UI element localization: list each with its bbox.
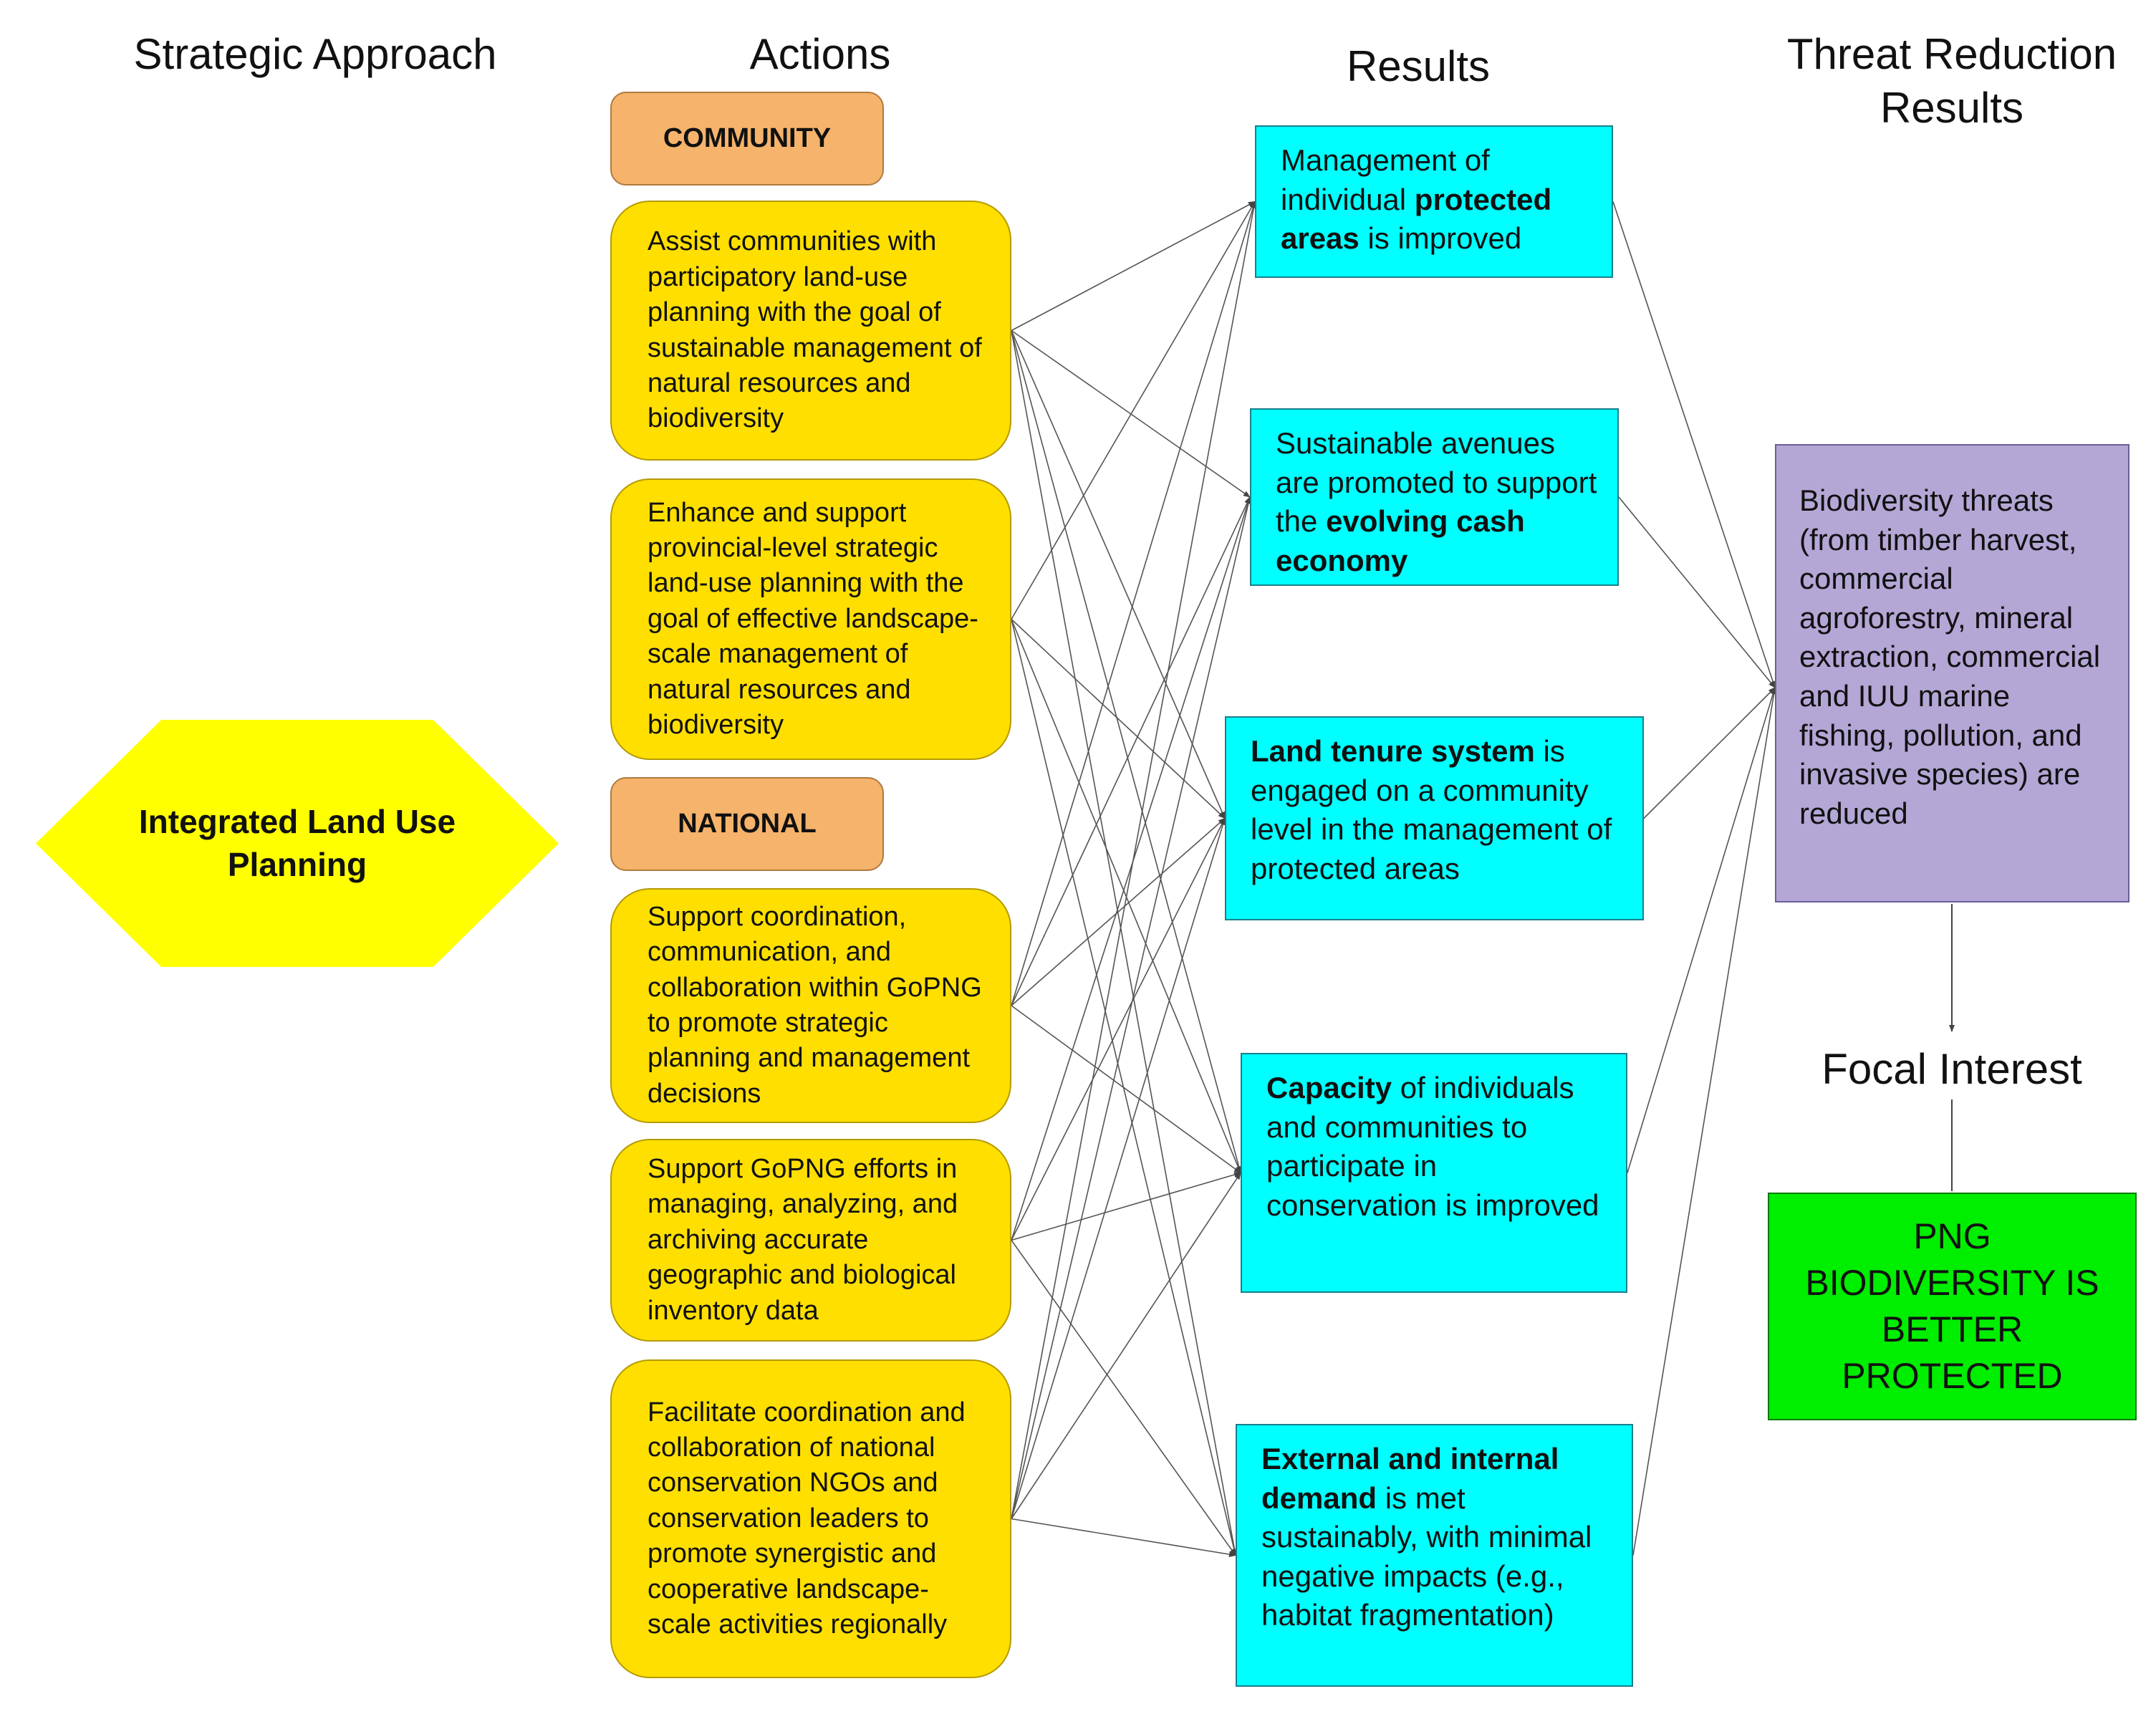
focal-line-1: PNG — [1913, 1216, 1991, 1256]
result-1-text-b: is improved — [1359, 221, 1522, 256]
connector-action5-result4 — [1011, 1172, 1241, 1519]
connector-action5-result5 — [1011, 1518, 1236, 1558]
connector-result1-threat — [1612, 201, 1776, 688]
connector-action1-result5 — [1011, 330, 1238, 1556]
category-national: NATIONAL — [610, 777, 884, 871]
action-box-3: Support coordination, communication, and… — [610, 888, 1011, 1123]
result-3-text-bold: Land tenure system — [1251, 734, 1535, 768]
action-box-4: Support GoPNG efforts in managing, analy… — [610, 1139, 1011, 1342]
result-box-3: Land tenure system is engaged on a commu… — [1225, 716, 1644, 920]
connector-action2-result1 — [1011, 201, 1256, 620]
result-box-5: External and internal demand is met sust… — [1236, 1424, 1633, 1687]
action-text-1: Assist communities with participatory la… — [648, 226, 982, 434]
connector-result2-threat — [1618, 496, 1776, 688]
connector-action5-result3 — [1011, 817, 1226, 1519]
result-1-text-a: Management of individual — [1281, 143, 1490, 216]
result-box-4: Capacity of individuals and communities … — [1241, 1053, 1627, 1293]
connector-result5-threat — [1632, 687, 1777, 1556]
connector-action4-result3 — [1011, 817, 1226, 1241]
action-box-1: Assist communities with participatory la… — [610, 201, 1011, 461]
strategic-approach-label: Integrated Land Use Planning — [36, 720, 559, 967]
action-text-5: Facilitate coordination and collaboratio… — [648, 1397, 966, 1640]
result-5-text-bold: External and internal demand — [1261, 1442, 1559, 1515]
result-3-text-b: is engaged on a community level in the m… — [1251, 734, 1612, 885]
connector-action4-result2 — [1011, 496, 1251, 1241]
focal-interest-box: PNG BIODIVERSITY IS BETTER PROTECTED — [1768, 1193, 2137, 1420]
header-results: Results — [1346, 42, 1491, 90]
connector-action4-result4 — [1011, 1172, 1241, 1241]
connector-action3-result2 — [1011, 496, 1251, 1006]
action-text-4: Support GoPNG efforts in managing, analy… — [648, 1154, 958, 1326]
header-actions: Actions — [749, 30, 891, 78]
result-4-text-b: of individuals and communities to partic… — [1266, 1071, 1599, 1222]
focal-line-2: BIODIVERSITY IS — [1805, 1263, 2099, 1303]
threat-reduction-text: Biodiversity threats (from timber harves… — [1799, 483, 2101, 830]
connector-action2-result3 — [1011, 618, 1226, 819]
result-1-text-bold: protected areas — [1281, 182, 1552, 256]
connector-action3-result3 — [1011, 817, 1226, 1006]
connector-action1-result4 — [1011, 330, 1242, 1174]
strategic-approach-hexagon — [36, 720, 559, 967]
category-community: COMMUNITY — [610, 92, 884, 186]
focal-interest-label: Focal Interest — [1821, 1045, 2082, 1093]
connector-action2-result4 — [1011, 619, 1241, 1174]
connector-action1-result2 — [1011, 329, 1251, 498]
connector-result3-threat — [1643, 687, 1776, 819]
action-text-2: Enhance and support provincial-level str… — [648, 497, 978, 740]
connector-action4-result5 — [1011, 1240, 1236, 1556]
result-2-text-bold: evolving cash economy — [1276, 504, 1525, 577]
strategic-approach-line1: Integrated Land Use — [138, 802, 456, 840]
result-box-2: Sustainable avenues are promoted to supp… — [1250, 408, 1619, 586]
strategic-approach-line2: Planning — [227, 845, 367, 883]
header-threat-reduction-line1: Threat Reduction — [1786, 30, 2117, 78]
header-threat-reduction: Threat Reduction Results — [1748, 27, 2156, 135]
header-threat-reduction-line2: Results — [1880, 84, 2024, 132]
action-box-2: Enhance and support provincial-level str… — [610, 478, 1011, 760]
result-4-text-bold: Capacity — [1266, 1071, 1392, 1104]
connector-action3-result1 — [1011, 201, 1256, 1006]
focal-line-3: BETTER — [1881, 1309, 2023, 1349]
header-strategic-approach: Strategic Approach — [133, 30, 497, 78]
threat-reduction-box: Biodiversity threats (from timber harves… — [1775, 444, 2129, 902]
connector-action3-result4 — [1011, 1005, 1241, 1174]
connector-action2-result5 — [1011, 619, 1237, 1556]
connector-action1-result1 — [1011, 201, 1256, 332]
connector-action5-result2 — [1011, 496, 1251, 1519]
connector-action5-result1 — [1011, 201, 1257, 1519]
result-box-1: Management of individual protected areas… — [1255, 125, 1613, 278]
result-5-text-b: is met sustainably, with minimal negativ… — [1261, 1481, 1592, 1632]
action-box-5: Facilitate coordination and collaboratio… — [610, 1359, 1011, 1678]
focal-line-4: PROTECTED — [1842, 1356, 2063, 1396]
action-text-3: Support coordination, communication, and… — [648, 901, 982, 1109]
connector-action1-result3 — [1011, 330, 1226, 819]
result-2-text-a: Sustainable avenues are promoted to supp… — [1276, 426, 1597, 539]
connector-result4-threat — [1627, 687, 1776, 1173]
